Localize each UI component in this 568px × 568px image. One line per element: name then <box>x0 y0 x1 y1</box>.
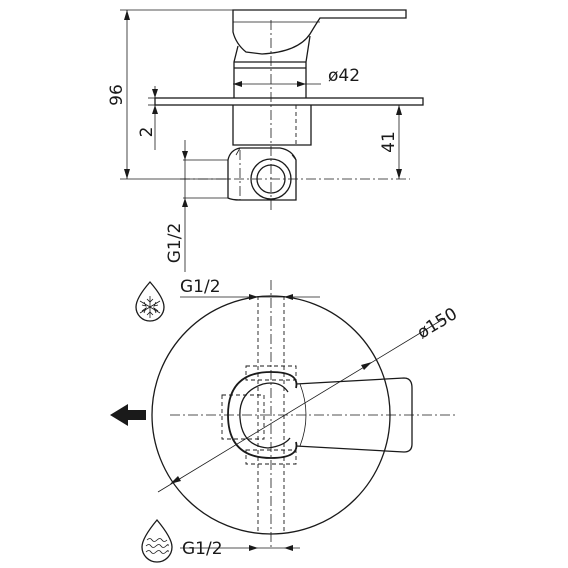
dim-body-depth: 41 <box>379 131 399 153</box>
neck-left <box>233 45 239 98</box>
dim-thread-cold: G1/2 <box>180 277 221 297</box>
dim-arrow <box>182 198 188 207</box>
dim-total-height: 96 <box>107 84 127 106</box>
dim-plate-diameter: ø150 <box>414 304 461 343</box>
wall-plate <box>154 97 424 106</box>
side-view: 96 2 ø42 41 G1/2 <box>107 9 424 272</box>
dim-arrow <box>152 89 158 98</box>
dim-arrow <box>361 362 372 370</box>
dim-arrow <box>249 545 258 551</box>
dim-thread-hot: G1/2 <box>182 539 223 559</box>
dim-plate-thickness: 2 <box>137 127 157 138</box>
outlet-block <box>227 147 297 201</box>
cartridge-ring-inner <box>239 382 291 449</box>
dim-arrow <box>152 105 158 114</box>
dim-arrow <box>124 169 130 179</box>
dim-arrow <box>249 294 258 300</box>
dim-arrow <box>396 169 402 179</box>
dim-arrow <box>396 105 402 115</box>
dim-thread-side: G1/2 <box>165 223 185 264</box>
arrow-left-icon <box>110 404 146 426</box>
valve-body <box>232 105 312 146</box>
dim-line-150 <box>157 317 446 493</box>
dim-arrow <box>124 10 130 20</box>
snowflake-drop-icon <box>135 281 165 322</box>
valve-square <box>221 394 265 440</box>
top-view: ø150 G1/2 G1/2 <box>151 277 461 559</box>
dim-arrow <box>297 81 306 87</box>
outlet-edges <box>235 147 297 161</box>
dim-arrow <box>284 545 293 551</box>
dim-body-diameter: ø42 <box>328 66 360 86</box>
dim-arrow <box>284 294 293 300</box>
dim-arrow <box>170 476 181 484</box>
dim-arrow <box>233 81 242 87</box>
neck-right <box>305 35 311 98</box>
dim-arrow <box>182 151 188 160</box>
lever-top <box>295 377 413 453</box>
hot-water-drop-icon <box>141 518 173 563</box>
lever-handle <box>232 9 407 55</box>
